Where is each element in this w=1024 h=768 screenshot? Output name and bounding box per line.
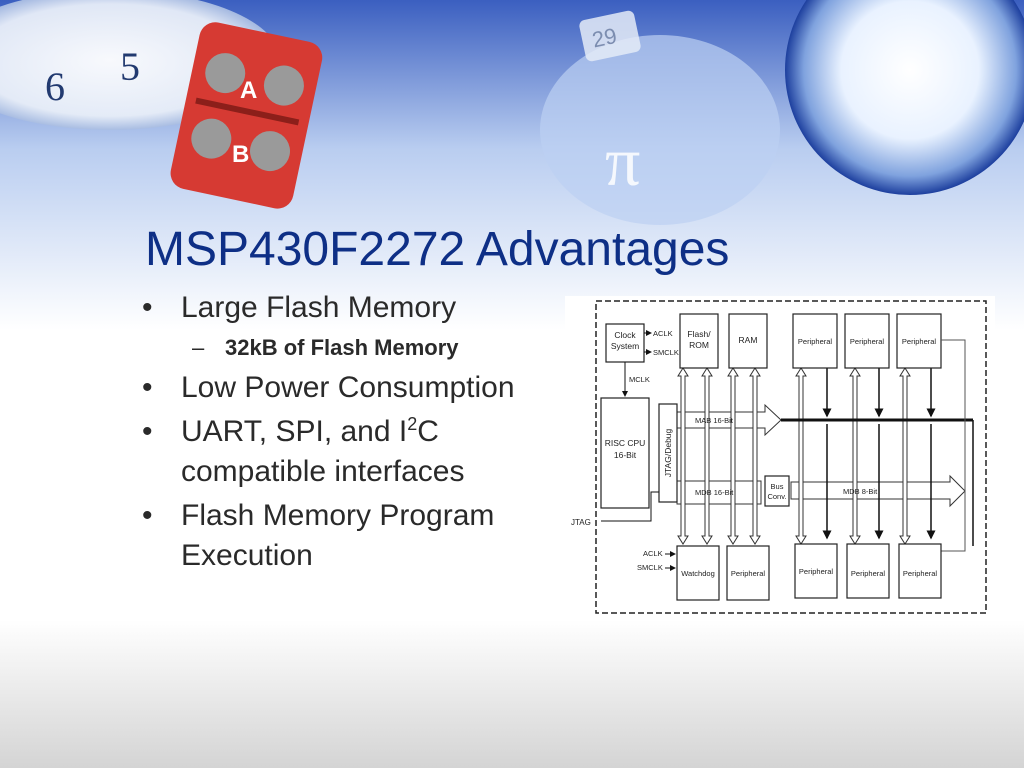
bullet-text: Flash Memory Program — [181, 499, 495, 532]
clock-system-block — [605, 323, 645, 363]
clock-system-label-2: System — [611, 341, 639, 351]
jtag-debug-block — [658, 403, 678, 503]
sub-bullet-item: – 32kB of Flash Memory — [140, 334, 590, 362]
bullet-item: • Low Power Consumption — [140, 368, 590, 408]
bullet-list: • Large Flash Memory – 32kB of Flash Mem… — [140, 288, 590, 576]
ram-block — [728, 313, 768, 369]
risc-cpu-block — [600, 397, 650, 509]
bus-conv-label-1: Bus — [771, 482, 784, 491]
aclk-label-bottom: ACLK — [643, 549, 663, 558]
peripheral-label: Peripheral — [799, 567, 834, 576]
bullet-mark: • — [142, 499, 153, 532]
cpu-label-2: 16-Bit — [614, 450, 637, 460]
bullet-item: • Flash Memory Program Execution — [140, 496, 590, 576]
date-badge-graphic — [579, 10, 641, 62]
mdb16-label: MDB 16-Bit — [695, 488, 734, 497]
flash-rom-label-1: Flash/ — [687, 329, 711, 339]
bullet-mark: • — [142, 371, 153, 404]
superscript: 2 — [407, 414, 418, 434]
peripheral-label: Peripheral — [851, 569, 886, 578]
mdb8-label: MDB 8-Bit — [843, 487, 878, 496]
ram-label: RAM — [739, 335, 758, 345]
mdb8-bus — [790, 474, 966, 508]
sub-bullet-text: 32kB of Flash Memory — [225, 335, 459, 360]
bullet-text: Low Power Consumption — [181, 371, 515, 404]
clock-digit-5: 5 — [120, 44, 140, 89]
peripheral-block-top-2 — [844, 313, 890, 369]
smclk-label-bottom: SMCLK — [637, 563, 663, 572]
peripheral-label: Peripheral — [902, 337, 937, 346]
bullet-item: • UART, SPI, and I2C compatible interfac… — [140, 412, 590, 492]
bullet-text: C — [417, 415, 439, 448]
peripheral-block-top-1 — [792, 313, 838, 369]
peripheral-block-bottom-4 — [898, 543, 942, 599]
peripheral-label: Peripheral — [731, 569, 766, 578]
lens-graphic — [785, 0, 1024, 195]
slide-title: MSP430F2272 Advantages — [145, 223, 730, 276]
bus-converter-block — [764, 475, 790, 507]
msp430-block-diagram: Clock System ACLK SMCLK MCLK Flash/ ROM … — [565, 296, 995, 618]
peripheral-label: Peripheral — [850, 337, 885, 346]
peripheral-block-bottom-3 — [846, 543, 890, 599]
mab-label: MAB 16-Bit — [695, 416, 734, 425]
badge-digits: 29 — [590, 23, 619, 53]
bullet-mark: • — [142, 415, 153, 448]
jtag-label: JTAG — [571, 518, 591, 527]
bullet-item: • Large Flash Memory — [140, 288, 590, 328]
mclk-label: MCLK — [629, 375, 650, 384]
key-label-b: B — [232, 141, 249, 168]
bullet-text-line2: Execution — [181, 539, 313, 572]
jtag-debug-label: JTAG/Debug — [663, 428, 673, 477]
key-label-a: A — [240, 77, 257, 104]
bullet-mark: • — [142, 291, 153, 324]
clock-digit-6: 6 — [45, 64, 65, 109]
bus-conv-label-2: Conv. — [767, 492, 786, 501]
peripheral-block-bottom-1 — [726, 545, 770, 601]
watchdog-label: Watchdog — [681, 569, 715, 578]
flash-rom-block — [679, 313, 719, 369]
pi-symbol: π — [605, 124, 640, 201]
bullet-text: Large Flash Memory — [181, 291, 457, 324]
watchdog-block — [676, 545, 720, 601]
peripheral-label: Peripheral — [903, 569, 938, 578]
remote-key-graphic — [170, 22, 323, 209]
sub-bullet-mark: – — [192, 335, 205, 360]
pi-disc-graphic — [540, 35, 780, 225]
bullet-text: UART, SPI, and I — [181, 415, 408, 448]
aclk-label: ACLK — [653, 329, 673, 338]
chip-boundary — [595, 300, 987, 614]
cpu-label-1: RISC CPU — [605, 438, 646, 448]
peripheral-block-top-3 — [896, 313, 942, 369]
clock-system-label-1: Clock — [614, 330, 636, 340]
peripheral-block-bottom-2 — [794, 543, 838, 599]
smclk-label: SMCLK — [653, 348, 679, 357]
peripheral-label: Peripheral — [798, 337, 833, 346]
flash-rom-label-2: ROM — [689, 340, 709, 350]
bullet-text-line2: compatible interfaces — [181, 455, 465, 488]
